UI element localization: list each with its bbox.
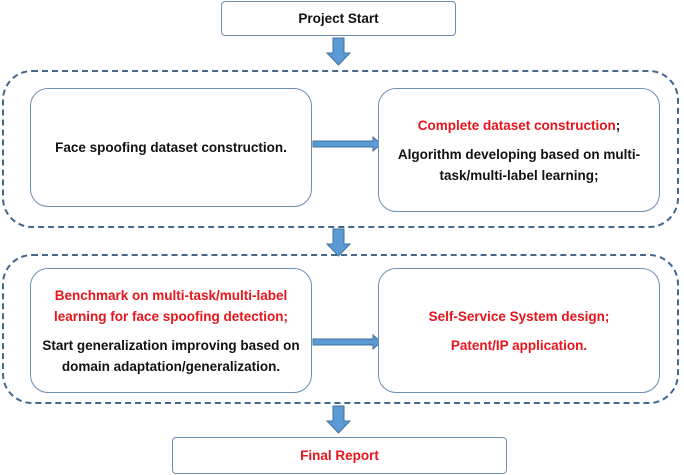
- complete-dataset-suffix: ;: [615, 117, 621, 133]
- algorithm-line-2: task/multi-label learning;: [439, 167, 599, 183]
- arrow-start-to-phase1: [325, 37, 352, 66]
- final-report-label: Final Report: [300, 448, 379, 463]
- phase1-left-box: Face spoofing dataset construction.: [30, 88, 312, 207]
- patent-application: Patent/IP application.: [450, 337, 588, 353]
- dataset-construction-text: Face spoofing dataset construction.: [55, 140, 287, 155]
- phase2-left-box: Benchmark on multi-task/multi-label lear…: [30, 268, 312, 393]
- benchmark-line-1: Benchmark on multi-task/multi-label: [54, 287, 288, 303]
- phase2-container: [2, 254, 679, 404]
- project-start-box: Project Start: [221, 1, 456, 36]
- final-report-box: Final Report: [172, 437, 507, 474]
- self-service-design: Self-Service System design;: [428, 308, 610, 324]
- benchmark-line-2: learning for face spoofing detection;: [53, 308, 288, 324]
- arrow-phase2-left-to-right: [312, 333, 382, 351]
- phase1-container: [2, 70, 679, 228]
- generalization-line-1: Start generalization improving based on: [42, 337, 300, 353]
- generalization-line-2: domain adaptation/generalization.: [61, 358, 281, 374]
- phase1-right-box: Complete dataset construction; Algorithm…: [378, 88, 660, 212]
- arrow-phase1-to-phase2: [325, 228, 352, 257]
- phase2-right-box: Self-Service System design; Patent/IP ap…: [378, 268, 660, 393]
- algorithm-line-1: Algorithm developing based on multi-: [397, 146, 641, 162]
- arrow-phase1-left-to-right: [312, 135, 382, 153]
- arrow-phase2-to-end: [325, 405, 352, 434]
- complete-dataset-highlight: Complete dataset construction: [417, 117, 616, 133]
- project-start-label: Project Start: [298, 11, 379, 26]
